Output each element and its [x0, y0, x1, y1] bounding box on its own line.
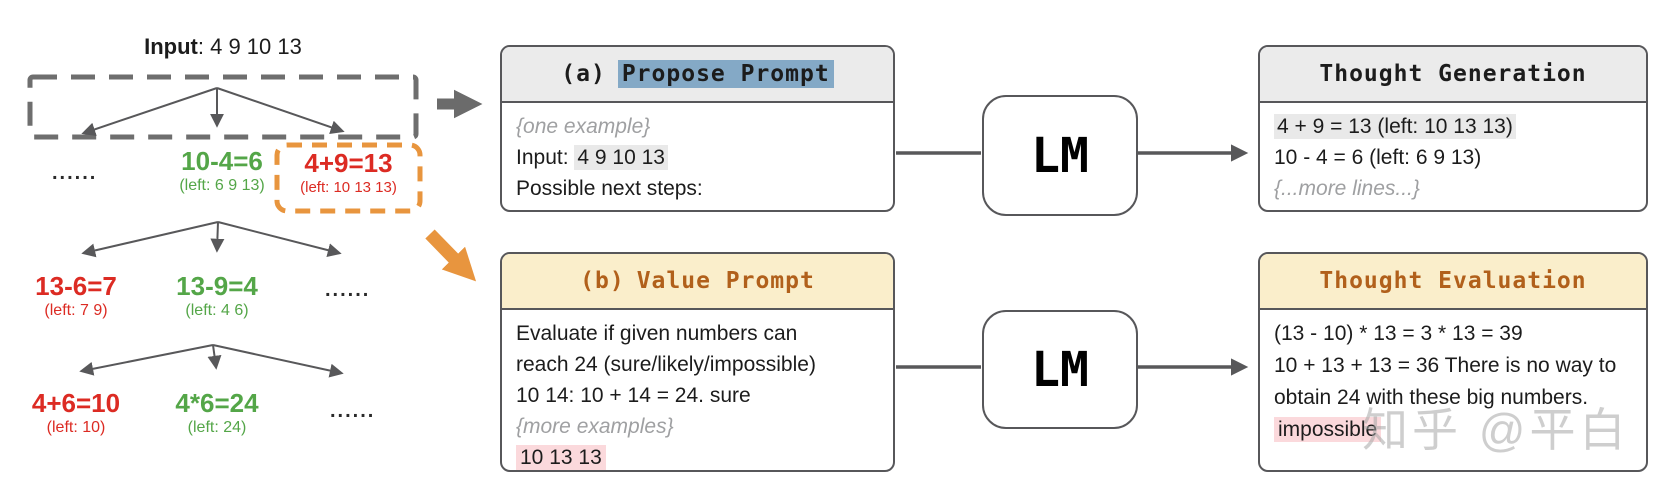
evaluation-text: 10 + 13 + 13 = 36 There is no way to obt… — [1274, 354, 1617, 409]
tree-node-green-1: 10-4=6 (left: 6 9 13) — [163, 146, 281, 195]
candidate-numbers-highlight: 10 13 13 — [516, 445, 606, 470]
tree-node-red-3: 4+6=10 (left: 10) — [22, 388, 130, 437]
verdict-highlight: impossible — [1274, 417, 1382, 442]
tree-arrows-level3 — [79, 344, 344, 378]
tree-arrows-level2 — [81, 221, 342, 258]
node-left-numbers: (left: 7 9) — [44, 302, 108, 320]
more-examples-placeholder: {more examples} — [516, 415, 674, 438]
node-equation: 4*6=24 — [175, 388, 259, 418]
ellipsis-level3: ...... — [330, 400, 376, 422]
value-instruction-line1: Evaluate if given numbers can — [516, 322, 798, 345]
tree-node-red-2: 13-6=7 (left: 7 9) — [22, 271, 130, 320]
thought-evaluation-header: Thought Evaluation — [1260, 254, 1646, 310]
propose-prompt-body: {one example} Input: 4 9 10 13 Possible … — [502, 103, 893, 212]
value-instruction-line2: reach 24 (sure/likely/impossible) — [516, 353, 816, 376]
tree-node-green-2: 13-9=4 (left: 4 6) — [163, 271, 271, 320]
node-equation: 10-4=6 — [181, 146, 263, 176]
input-numbers: : 4 9 10 13 — [197, 34, 302, 59]
node-left-numbers: (left: 24) — [187, 419, 247, 437]
panel-tag: (a) — [561, 61, 606, 87]
panel-title: Propose Prompt — [617, 60, 834, 88]
lm-box-generation: LM — [982, 95, 1138, 216]
prompt-instruction: Possible next steps: — [516, 177, 703, 200]
node-equation: 13-9=4 — [176, 271, 258, 301]
selected-layer-dashed-box — [27, 74, 419, 140]
value-prompt-box: (b) Value Prompt Evaluate if given numbe… — [500, 252, 895, 472]
panel-tag: (b) — [580, 268, 625, 294]
thought-highlight: 4 + 9 = 13 (left: 10 13 13) — [1274, 114, 1516, 139]
candidate-line: 10 13 13 — [516, 442, 879, 473]
generated-thought-1: 4 + 9 = 13 (left: 10 13 13) — [1274, 111, 1632, 142]
thought-evaluation-body: (13 - 10) * 13 = 3 * 13 = 39 10 + 13 + 1… — [1260, 310, 1646, 454]
propose-prompt-header: (a) Propose Prompt — [502, 47, 893, 103]
lm-label: LM — [1031, 127, 1089, 184]
lm-box-evaluation: LM — [982, 310, 1138, 429]
node-left-numbers: (left: 4 6) — [185, 302, 249, 320]
value-prompt-header: (b) Value Prompt — [502, 254, 893, 310]
value-example-line: 10 14: 10 + 14 = 24. sure — [516, 384, 751, 407]
node-left-numbers: (left: 10 13 13) — [300, 179, 397, 197]
value-prompt-body: Evaluate if given numbers can reach 24 (… — [502, 310, 893, 481]
more-lines-placeholder: {...more lines...} — [1274, 177, 1420, 200]
lm-label: LM — [1031, 341, 1089, 398]
node-equation: 4+9=13 — [304, 148, 393, 178]
example-placeholder: {one example} — [516, 115, 651, 138]
tree-node-red-1: 4+9=13 (left: 10 13 13) — [277, 148, 420, 197]
watermark-text: 知乎 @平白 — [1362, 404, 1630, 456]
thought-generation-header: Thought Generation — [1260, 47, 1646, 103]
ellipsis-level2: ...... — [325, 279, 371, 301]
panel-title: Thought Generation — [1319, 61, 1587, 87]
input-label: Input — [144, 34, 198, 59]
panel-title: Value Prompt — [636, 268, 815, 294]
highlighted-node-dashed-box — [274, 142, 423, 214]
node-equation: 4+6=10 — [31, 388, 121, 418]
thought-evaluation-box: Thought Evaluation (13 - 10) * 13 = 3 * … — [1258, 252, 1648, 472]
thought-generation-body: 4 + 9 = 13 (left: 10 13 13) 10 - 4 = 6 (… — [1260, 103, 1646, 212]
tree-node-green-3: 4*6=24 (left: 24) — [163, 388, 271, 437]
thought-generation-box: Thought Generation 4 + 9 = 13 (left: 10 … — [1258, 45, 1648, 212]
evaluation-paragraph: 10 + 13 + 13 = 36 There is no way to obt… — [1274, 350, 1632, 446]
input-numbers-highlight: 4 9 10 13 — [574, 145, 668, 170]
node-to-value-arrow — [425, 229, 477, 282]
generated-thought-2: 10 - 4 = 6 (left: 6 9 13) — [1274, 146, 1482, 169]
input-prefix: Input: — [516, 146, 575, 169]
tree-arrows-level1 — [81, 87, 345, 137]
prompt-input-line: Input: 4 9 10 13 — [516, 142, 879, 173]
evaluation-line-1: (13 - 10) * 13 = 3 * 13 = 39 — [1274, 322, 1523, 345]
panel-title: Thought Evaluation — [1319, 268, 1587, 294]
node-equation: 13-6=7 — [35, 271, 117, 301]
ellipsis-level1: ...... — [52, 162, 98, 184]
propose-prompt-box: (a) Propose Prompt {one example} Input: … — [500, 45, 895, 212]
node-left-numbers: (left: 6 9 13) — [179, 177, 265, 195]
tree-input-title: Input: 4 9 10 13 — [28, 34, 418, 60]
node-left-numbers: (left: 10) — [46, 419, 106, 437]
